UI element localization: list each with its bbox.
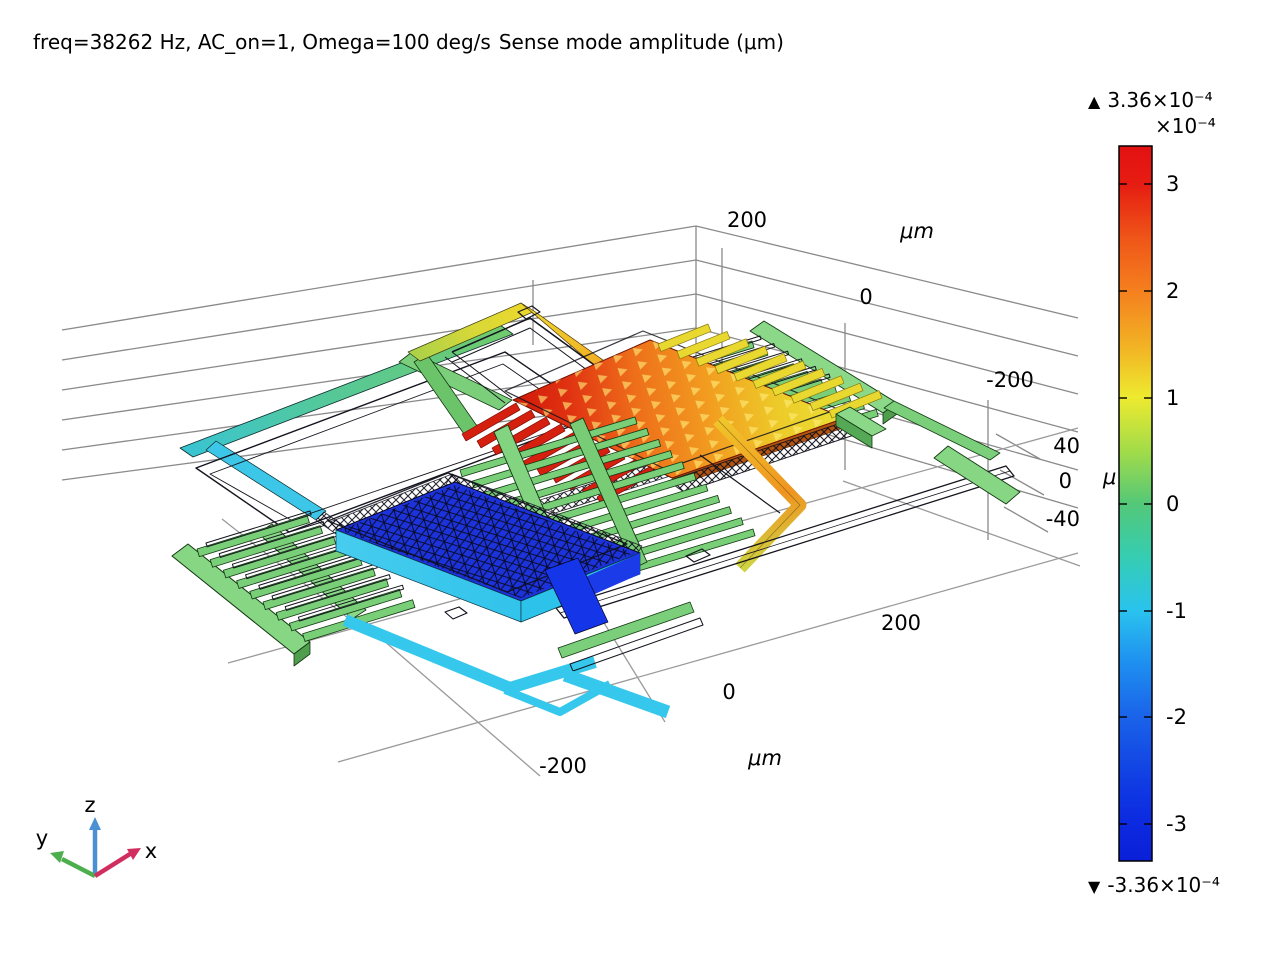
- svg-text:-2: -2: [1166, 705, 1187, 729]
- yellow-comb-finger-array: [657, 323, 883, 419]
- z-axis-label: z: [84, 793, 95, 817]
- coordinate-triad: z y x: [36, 793, 157, 879]
- wireframe-spring: [451, 317, 613, 379]
- colorbar: ▲3.36×10⁻⁴ ×10⁻⁴ 3 2 1 0 -1 -2 -3 ▼-3.36…: [1088, 88, 1220, 897]
- comb-finger-array: [196, 514, 416, 642]
- comb-finger: [205, 510, 312, 548]
- comb-finger: [771, 368, 826, 397]
- svg-text:-3: -3: [1166, 812, 1187, 836]
- x-axis-tick: 200: [881, 611, 921, 635]
- comb-finger: [790, 375, 845, 404]
- colorbar-max-annotation: ▲3.36×10⁻⁴: [1088, 88, 1213, 112]
- x-axis-unit: μm: [747, 746, 782, 770]
- comb-finger: [676, 331, 731, 360]
- comb-finger: [809, 382, 864, 411]
- wireframe-anchor-box: [444, 606, 468, 620]
- comb-finger: [752, 360, 807, 389]
- green-rail: [557, 601, 695, 659]
- y-axis-label: y: [36, 826, 48, 850]
- comb-finger: [209, 525, 323, 568]
- undeformed-wireframe: [327, 472, 628, 593]
- comb-finger: [695, 338, 750, 367]
- cyan-suspension: [342, 614, 597, 694]
- drive-proof-mass: [461, 323, 887, 514]
- min-triangle-marker: ▼: [1088, 877, 1101, 896]
- cyan-highlight-rail: [205, 440, 327, 521]
- long-suspension-beam: [555, 445, 1021, 619]
- mems-gyroscope-structure: [171, 302, 1021, 719]
- svg-text:3: 3: [1166, 172, 1179, 196]
- plot-title-text: Sense mode amplitude (μm): [499, 30, 784, 54]
- z-arrowhead-icon: [89, 817, 101, 830]
- comb-finger: [657, 323, 712, 352]
- z-tick-line: [1003, 506, 1049, 533]
- y-axis-arrow: [60, 856, 97, 879]
- wireframe-rail: [569, 617, 704, 672]
- wireframe-anchor-box: [685, 548, 711, 563]
- y-axis-tick: 0: [859, 285, 872, 309]
- comb-rail: [569, 417, 648, 569]
- comb-finger: [297, 584, 405, 622]
- blue-beam: [544, 557, 609, 635]
- parameter-text: freq=38262 Hz, AC_on=1, Omega=100 deg/s: [33, 30, 491, 54]
- x-axis-tick: 0: [722, 680, 735, 704]
- svg-text:1: 1: [1166, 386, 1179, 410]
- z-axis-unit-clipped: μ: [1102, 465, 1116, 489]
- comb-finger: [196, 514, 310, 558]
- y-axis-tick: -200: [986, 368, 1034, 392]
- green-rail: [883, 400, 1001, 461]
- z-tick-line: [995, 433, 1041, 460]
- wireframe-beam: [555, 465, 1015, 619]
- x-arrowhead-icon: [127, 848, 141, 860]
- comb-finger: [249, 557, 363, 600]
- right-yellow-spring: [685, 415, 807, 573]
- z-tick-line: [999, 469, 1045, 496]
- green-anchor-block: [933, 445, 1021, 505]
- comb-finger: [262, 567, 376, 611]
- comb-finger: [733, 353, 788, 382]
- perforation-pattern: [513, 340, 845, 478]
- svg-text:2: 2: [1166, 279, 1179, 303]
- x-axis-arrow: [93, 852, 132, 878]
- z-axis-tick: 40: [1053, 434, 1080, 458]
- x-axis-tick: -200: [539, 754, 587, 778]
- plot-title: freq=38262 Hz, AC_on=1, Omega=100 deg/s S…: [33, 30, 784, 54]
- wireframe-anchor-box: [517, 305, 541, 320]
- comb-finger: [288, 588, 403, 632]
- comb-finger: [271, 563, 378, 601]
- bottom-right-rails: [557, 601, 704, 719]
- max-triangle-marker: ▲: [1088, 92, 1101, 111]
- colorbar-multiplier: ×10⁻⁴: [1155, 114, 1216, 138]
- comb-finger: [284, 574, 391, 611]
- colorbar-min-annotation: ▼-3.36×10⁻⁴: [1088, 873, 1220, 897]
- z-axis-tick: -40: [1046, 507, 1080, 531]
- svg-text:0: 0: [1166, 492, 1179, 516]
- x-axis-label: x: [145, 839, 157, 863]
- axis-labels: 200 0 -200 μm -200 0 200 μm 40 0 -40 μ: [539, 208, 1116, 778]
- y-axis-unit: μm: [899, 219, 934, 243]
- comb-finger: [275, 578, 389, 621]
- comb-finger: [461, 402, 521, 442]
- y-arrowhead-icon: [50, 851, 64, 863]
- colorbar-tick-labels: 3 2 1 0 -1 -2 -3: [1166, 172, 1187, 836]
- cyan-suspension: [503, 680, 612, 716]
- comb-finger: [714, 345, 769, 374]
- colorbar-tickmarks: [1119, 183, 1152, 825]
- y-axis-tick: 200: [727, 208, 767, 232]
- z-axis-tick: 0: [1059, 469, 1072, 493]
- svg-text:-1: -1: [1166, 599, 1187, 623]
- cyan-suspension: [562, 668, 671, 719]
